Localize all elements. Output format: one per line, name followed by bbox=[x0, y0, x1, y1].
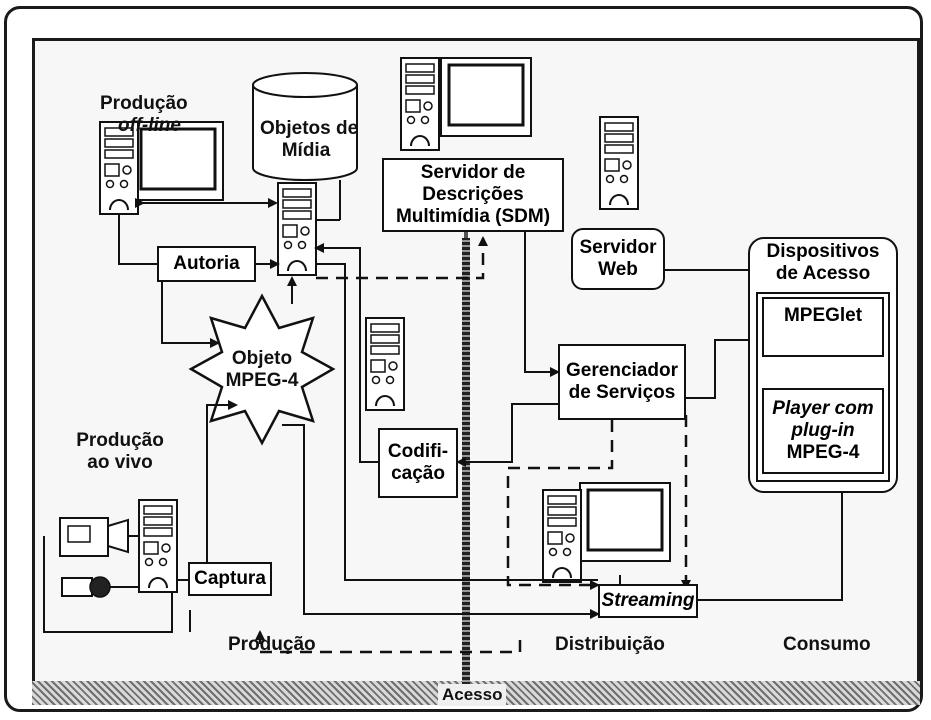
web-server-icon bbox=[600, 117, 638, 209]
media-server-icon bbox=[278, 183, 316, 275]
sdm-line1: Servidor de bbox=[421, 162, 526, 184]
devices-line1: Dispositivos bbox=[767, 241, 880, 263]
sdm-server-icon bbox=[401, 58, 531, 150]
sdm-line3: Multimídia (SDM) bbox=[396, 206, 550, 228]
capture-label: Captura bbox=[194, 568, 266, 590]
player-line2: plug-in bbox=[791, 420, 854, 442]
capture-box: Captura bbox=[188, 562, 272, 596]
web-line1: Servidor bbox=[579, 237, 656, 259]
live-line2: ao vivo bbox=[87, 452, 152, 473]
live-line1: Produção bbox=[76, 430, 164, 451]
manager-line2: de Serviços bbox=[569, 382, 676, 404]
manager-line1: Gerenciador bbox=[566, 360, 678, 382]
live-computer-icon bbox=[139, 500, 177, 592]
sdm-line2: Descrições bbox=[422, 184, 523, 206]
access-label: Acesso bbox=[438, 684, 506, 706]
offline-production-line1: Produção bbox=[100, 93, 188, 114]
player-line3: MPEG-4 bbox=[787, 442, 860, 464]
mpeg4-object-label: Objeto MPEG-4 bbox=[222, 348, 302, 392]
live-production-label: Produção ao vivo bbox=[60, 430, 180, 474]
mpeglet-box: MPEGlet bbox=[762, 297, 884, 357]
devices-line2: de Acesso bbox=[776, 263, 870, 285]
mpeglet-label: MPEGlet bbox=[784, 305, 862, 327]
video-camera-icon bbox=[60, 518, 128, 556]
media-objects-line1: Objetos de bbox=[260, 118, 358, 139]
media-objects-label: Objetos de Mídia bbox=[260, 118, 352, 162]
mpeg4-line2: MPEG-4 bbox=[226, 370, 299, 391]
offline-production-sub: off-line bbox=[118, 115, 181, 137]
web-line2: Web bbox=[598, 259, 638, 281]
section-distribution: Distribuição bbox=[555, 634, 665, 656]
player-line1: Player com bbox=[772, 398, 873, 420]
section-consumption: Consumo bbox=[783, 634, 871, 656]
offline-production-label: Produção bbox=[100, 93, 188, 115]
mpeg4-line1: Objeto bbox=[232, 348, 292, 369]
encoding-box: Codifi- cação bbox=[378, 428, 458, 498]
encoder-computer-icon bbox=[366, 318, 404, 410]
encoding-line2: cação bbox=[391, 463, 445, 485]
service-manager-box: Gerenciador de Serviços bbox=[558, 344, 686, 420]
sdm-server-box: Servidor de Descrições Multimídia (SDM) bbox=[382, 158, 564, 232]
section-production: Produção bbox=[228, 634, 316, 656]
streaming-computer-icon bbox=[543, 483, 670, 582]
media-objects-line2: Mídia bbox=[282, 140, 331, 161]
authoring-box: Autoria bbox=[157, 246, 256, 282]
streaming-box: Streaming bbox=[598, 584, 698, 618]
player-box: Player com plug-in MPEG-4 bbox=[762, 388, 884, 474]
streaming-label: Streaming bbox=[602, 590, 695, 612]
encoding-line1: Codifi- bbox=[388, 441, 448, 463]
microphone-icon bbox=[62, 577, 110, 597]
web-server-box: Servidor Web bbox=[571, 228, 665, 290]
authoring-label: Autoria bbox=[173, 253, 240, 275]
